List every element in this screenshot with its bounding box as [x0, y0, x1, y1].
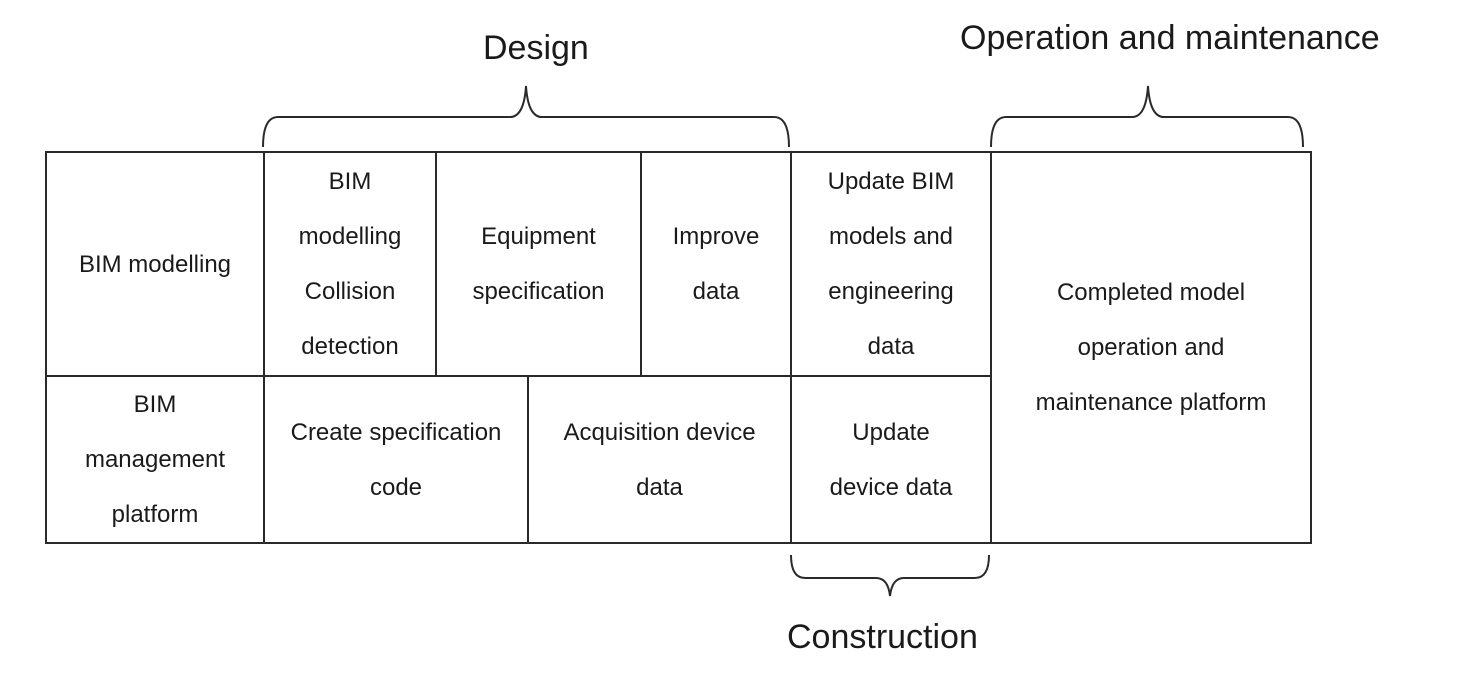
- bim-modelling-text: BIM modelling: [78, 250, 232, 278]
- design-brace: [262, 85, 790, 148]
- bim-modelling-cell: BIM modelling: [45, 151, 265, 377]
- design-phase-label: Design: [483, 29, 589, 67]
- operation-brace: [990, 85, 1304, 148]
- operation-phase-label: Operation and maintenance: [960, 19, 1380, 57]
- construction-brace: [790, 554, 990, 597]
- construction-phase-label: Construction: [787, 618, 978, 656]
